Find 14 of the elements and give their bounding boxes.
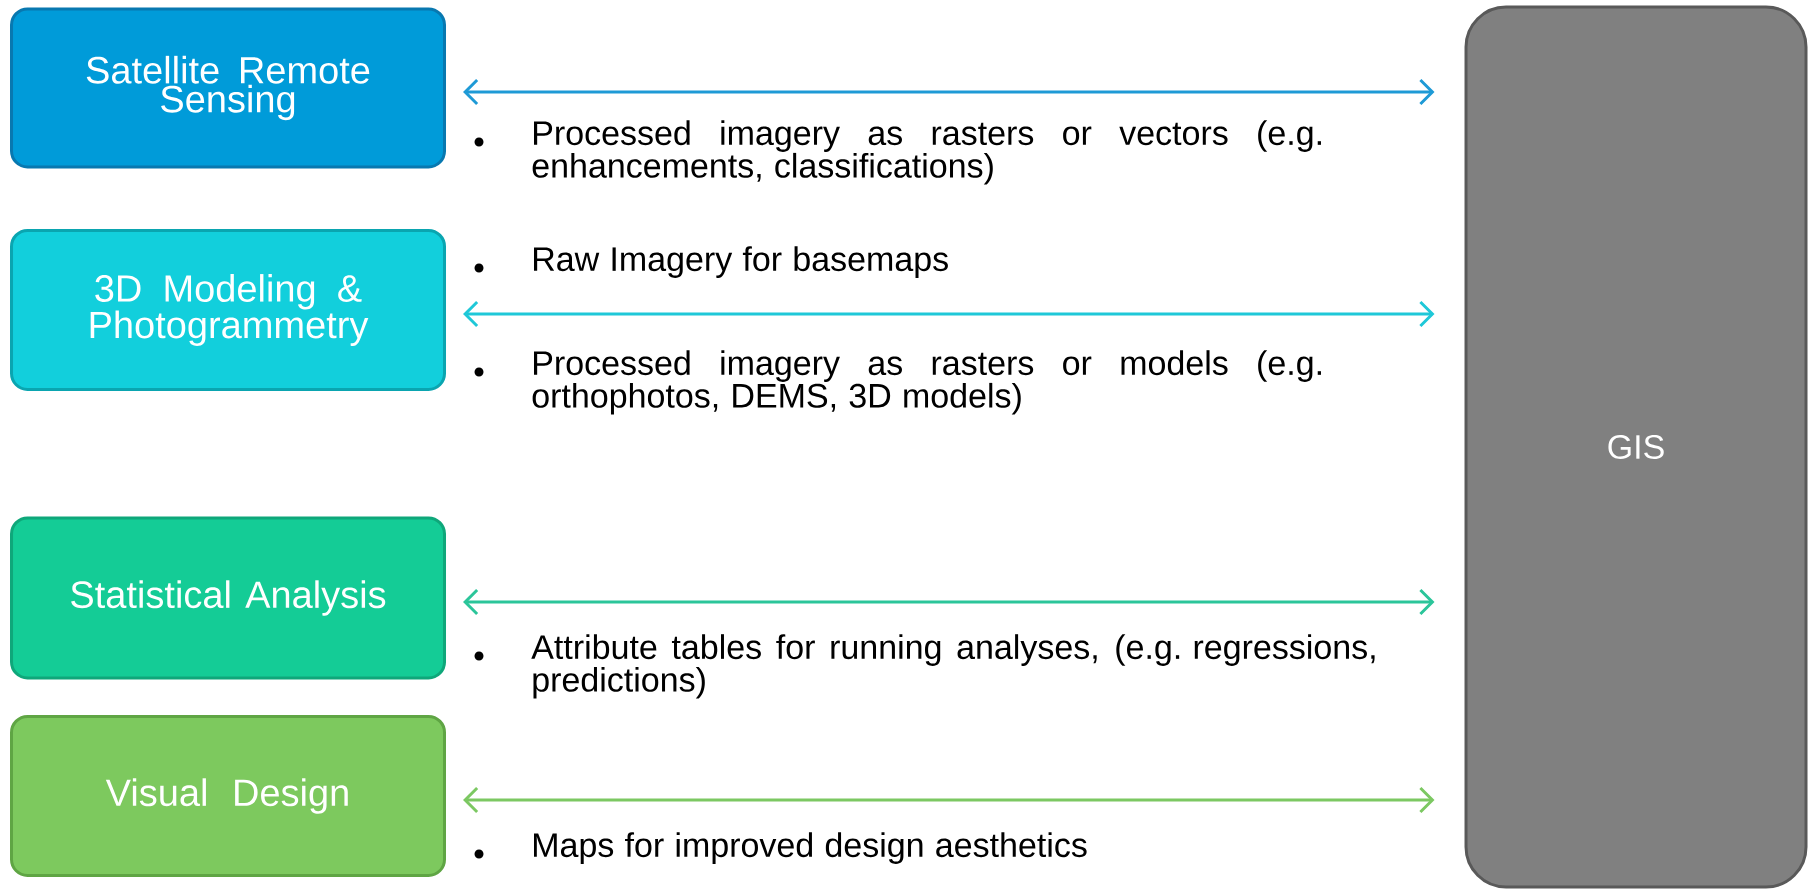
bullet-text: Raw Imagery for basemaps bbox=[534, 246, 948, 278]
double-arrow bbox=[463, 78, 1435, 106]
process-box: Satellite Remote Sensing bbox=[10, 7, 446, 169]
bullet-text: Processed imagery as rasters or models (e.g. orthophotos, DEMS, 3D models) bbox=[532, 350, 1321, 415]
process-box: Statistical Analysis bbox=[10, 516, 446, 680]
process-box: 3D Modeling & Photogrammetry bbox=[10, 229, 446, 391]
process-box: Visual Design bbox=[10, 715, 446, 877]
double-arrow bbox=[463, 786, 1435, 814]
bullet-text: Maps for improved design aesthetics bbox=[534, 832, 1087, 864]
double-arrow bbox=[463, 300, 1435, 328]
gis-box: GIS bbox=[1464, 5, 1808, 889]
bullet-text: Attribute tables for running analyses, (e.g. regressions, predictions) bbox=[531, 634, 1375, 699]
double-arrow bbox=[463, 588, 1435, 616]
bullet-text: Processed imagery as rasters or vectors (e.g. enhancements, classifications) bbox=[532, 120, 1321, 185]
